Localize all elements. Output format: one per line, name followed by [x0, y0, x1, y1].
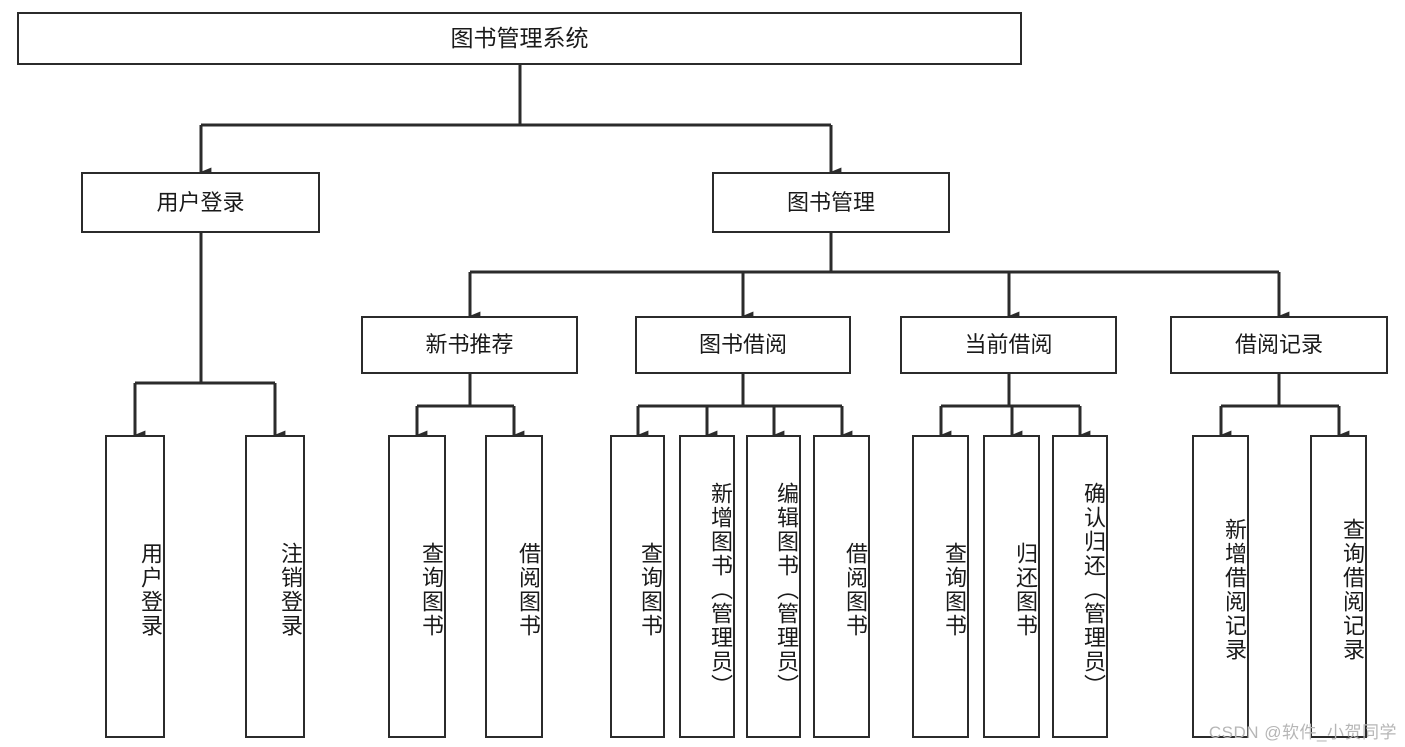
- csdn-watermark: CSDN @软件_小贺同学: [1208, 723, 1397, 742]
- node-book-manage[interactable]: 图书管理: [712, 172, 950, 233]
- node-label: 图书借阅: [698, 332, 787, 358]
- node-label: 查询图书: [942, 541, 967, 638]
- node-leaf-confirm-return[interactable]: 确认归还（管理员）: [1052, 435, 1108, 738]
- node-user-login[interactable]: 用户登录: [81, 172, 320, 233]
- node-label: 查询图书: [419, 541, 444, 638]
- node-leaf-user-logout[interactable]: 注销登录: [245, 435, 305, 738]
- node-leaf-return-book[interactable]: 归还图书: [983, 435, 1040, 738]
- node-label: 确认归还（管理员）: [1081, 481, 1106, 698]
- node-label: 查询图书: [638, 541, 663, 638]
- node-label: 新书推荐: [425, 332, 514, 358]
- node-label: 新增图书（管理员）: [708, 481, 733, 698]
- node-leaf-edit-book[interactable]: 编辑图书（管理员）: [746, 435, 801, 738]
- node-current-borrow[interactable]: 当前借阅: [900, 316, 1117, 374]
- node-label: 借阅记录: [1234, 332, 1323, 358]
- node-label: 归还图书: [1013, 541, 1038, 638]
- node-label: 图书管理系统: [450, 24, 589, 51]
- node-label: 当前借阅: [964, 332, 1053, 358]
- node-label: 新增借阅记录: [1222, 517, 1247, 662]
- node-label: 注销登录: [278, 541, 303, 638]
- node-leaf-query-book-rec[interactable]: 查询图书: [388, 435, 446, 738]
- node-leaf-add-record[interactable]: 新增借阅记录: [1192, 435, 1249, 738]
- node-label: 编辑图书（管理员）: [774, 481, 799, 698]
- node-new-book-rec[interactable]: 新书推荐: [361, 316, 578, 374]
- node-leaf-user-login[interactable]: 用户登录: [105, 435, 165, 738]
- node-borrow-record[interactable]: 借阅记录: [1170, 316, 1388, 374]
- node-leaf-query-book-cur[interactable]: 查询图书: [912, 435, 969, 738]
- node-label: 图书管理: [786, 189, 875, 215]
- node-book-borrow[interactable]: 图书借阅: [635, 316, 851, 374]
- node-label: 借阅图书: [843, 541, 868, 638]
- node-leaf-query-record[interactable]: 查询借阅记录: [1310, 435, 1367, 738]
- node-leaf-query-book-borrow[interactable]: 查询图书: [610, 435, 665, 738]
- node-label: 用户登录: [156, 189, 245, 215]
- node-leaf-borrow-book[interactable]: 借阅图书: [813, 435, 870, 738]
- node-root[interactable]: 图书管理系统: [17, 12, 1022, 65]
- node-label: 查询借阅记录: [1340, 517, 1365, 662]
- node-leaf-borrow-book-rec[interactable]: 借阅图书: [485, 435, 543, 738]
- node-label: 用户登录: [138, 541, 163, 638]
- node-leaf-add-book[interactable]: 新增图书（管理员）: [679, 435, 735, 738]
- node-label: 借阅图书: [516, 541, 541, 638]
